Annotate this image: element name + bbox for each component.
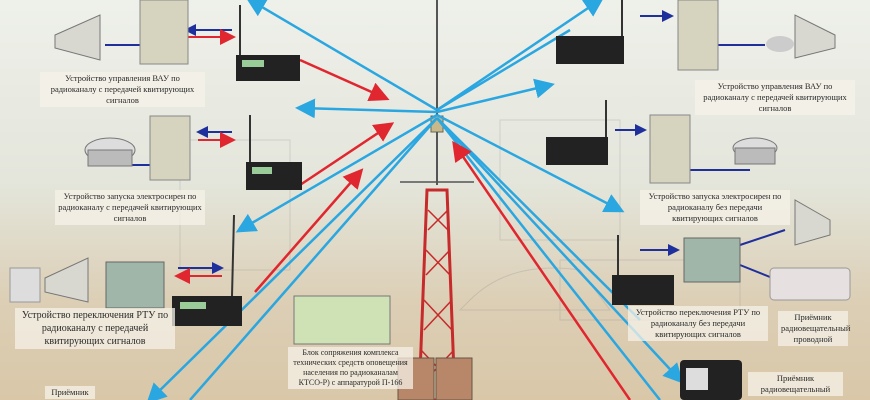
label-broadcast-receiver: Приёмник радиовещательный: [748, 372, 843, 396]
label-wired-receiver: Приёмник радиовещательный проводной: [778, 311, 850, 346]
speaker-left-3: [9, 257, 89, 303]
label-right-siren: Устройство запуска электросирен по радио…: [640, 190, 790, 225]
radio-station-right-3: [612, 235, 674, 305]
controller-left: [105, 261, 165, 309]
label-left-siren: Устройство запуска электросирен по радио…: [55, 190, 205, 225]
label-right-rtu: Устройство переключения РТУ по радиокана…: [628, 306, 768, 341]
label-interface-block: Блок сопряжения комплекса технических ср…: [288, 347, 413, 389]
antenna-tower: [400, 0, 474, 400]
cabinet-right-2: [649, 114, 691, 184]
siren-left: [84, 137, 136, 167]
wired-receiver: [769, 267, 851, 301]
speaker-right-1: [766, 14, 836, 59]
radio-station-left-1: [236, 5, 300, 81]
cabinet-left-2: [149, 115, 191, 181]
speaker-right-2: [794, 199, 831, 246]
label-right-vau: Устройство управления ВАУ по радиоканалу…: [695, 80, 855, 115]
speaker-left-1: [54, 14, 101, 61]
label-left-receiver: Приёмник: [45, 386, 95, 399]
portable-receiver: [680, 360, 742, 400]
interface-panel: [293, 295, 391, 345]
label-left-rtu: Устройство переключения РТУ по радиокана…: [15, 308, 175, 349]
cabinet-right-1: [677, 0, 719, 71]
controller-right: [683, 237, 741, 283]
cabinet-left-1: [139, 0, 189, 65]
radio-station-right-1: [556, 0, 624, 64]
siren-right: [732, 137, 778, 165]
radio-station-left-2: [246, 115, 302, 190]
label-left-vau: Устройство управления ВАУ по радиоканалу…: [40, 72, 205, 107]
radio-station-right-2: [546, 100, 608, 165]
radio-station-left-3: [172, 214, 242, 326]
